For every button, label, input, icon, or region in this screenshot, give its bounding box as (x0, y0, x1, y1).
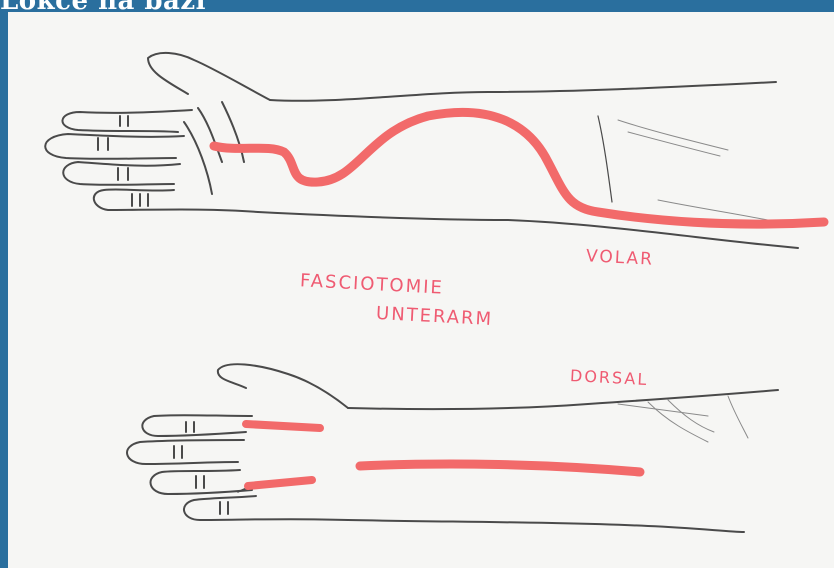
slide-title-bar: Lokce na bázi (0, 0, 834, 12)
slide-frame-left (0, 12, 8, 568)
drawing-paper: VOLAR FASCIOTOMIE UNTERARM DORSAL (8, 12, 834, 568)
dorsal-incision-forearm (360, 464, 640, 472)
dorsal-incision-lower (248, 480, 312, 486)
dorsal-incision-upper (246, 424, 320, 428)
slide-title: Lokce na bázi (0, 0, 206, 12)
label-volar: VOLAR (586, 246, 655, 270)
dorsal-arm-outline (127, 364, 778, 532)
volar-incision-line (214, 112, 824, 224)
label-dorsal: DORSAL (570, 366, 649, 389)
